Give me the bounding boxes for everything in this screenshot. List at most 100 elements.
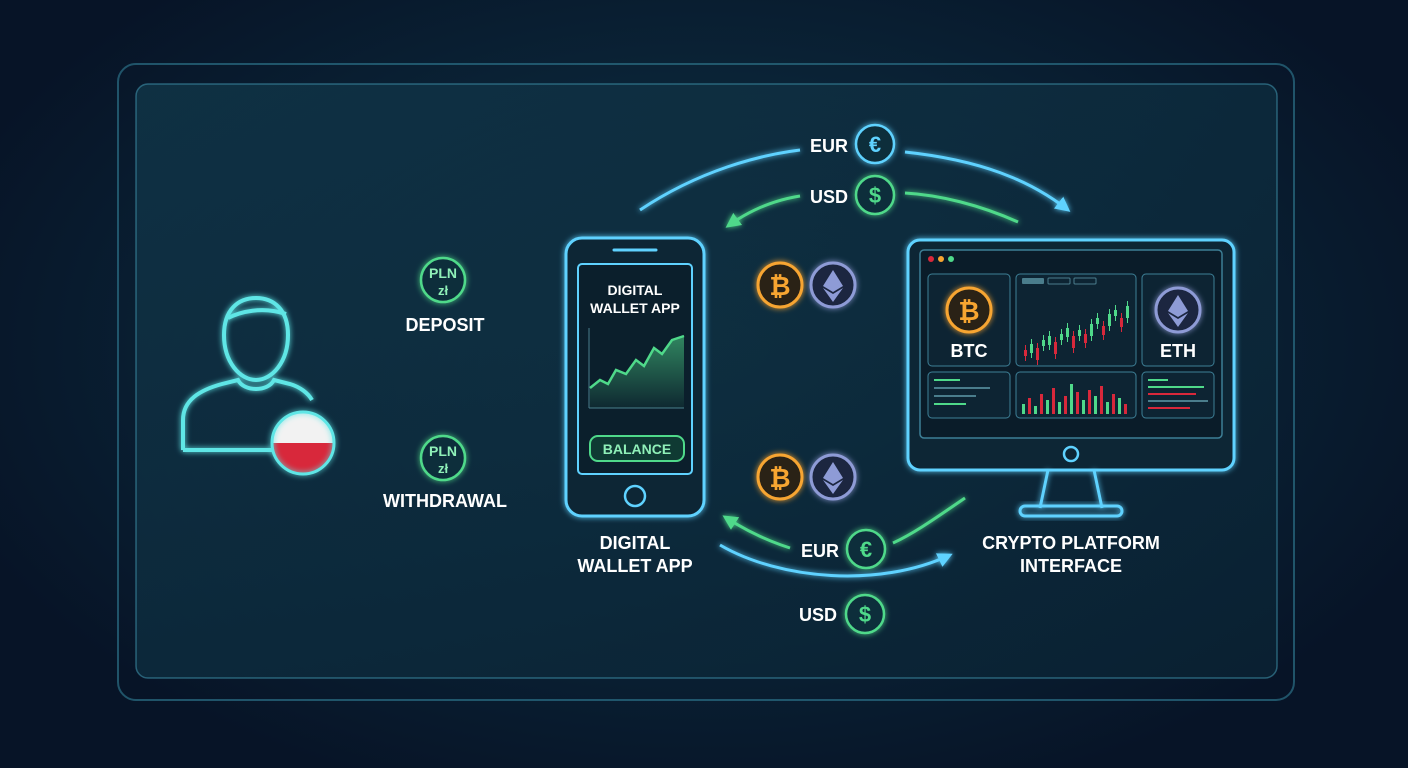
platform-caption-1: CRYPTO PLATFORM <box>982 533 1160 553</box>
candle-body <box>1126 306 1129 318</box>
monitor-stand <box>1038 469 1104 509</box>
candle-body <box>1060 334 1063 340</box>
svg-text:₿: ₿ <box>958 296 979 326</box>
bottom-eur-label: EUR <box>801 541 839 561</box>
withdrawal-currency-badge: PLN zł <box>419 434 467 482</box>
svg-text:$: $ <box>859 602 871 627</box>
volume-bar <box>1082 400 1085 414</box>
svg-text:₿: ₿ <box>769 271 790 301</box>
phone-device: DIGITAL WALLET APP BALANCE <box>564 236 706 518</box>
top-euro-icon: € <box>854 123 896 165</box>
platform-caption-2: INTERFACE <box>1020 556 1122 576</box>
inner-panel <box>135 83 1278 679</box>
balance-button[interactable] <box>589 435 685 462</box>
chart-tabs <box>1022 277 1097 285</box>
bitcoin-icon-lower: ₿ <box>756 453 804 501</box>
phone-screen-title-2: WALLET APP <box>590 300 680 316</box>
withdrawal-currency-symbol: zł <box>438 461 449 476</box>
volume-bar <box>1052 388 1055 414</box>
monitor-power-button[interactable] <box>1062 445 1080 463</box>
volume-bar <box>1124 404 1127 414</box>
bottom-loop-eur-arrow-right <box>892 496 966 545</box>
candle-body <box>1030 344 1033 353</box>
volume-bar <box>1100 386 1103 414</box>
orders-list-lines <box>934 379 990 405</box>
ethereum-icon-upper <box>809 261 857 309</box>
volume-bar <box>1076 392 1079 414</box>
window-maximize-dot <box>948 256 954 262</box>
candle-body <box>1042 340 1045 346</box>
volume-bar <box>1070 384 1073 414</box>
withdrawal-currency-label: PLN <box>429 443 457 459</box>
top-loop-eur-arrow-right <box>904 150 1071 212</box>
poland-flag-icon <box>270 410 336 476</box>
deposit-currency-symbol: zł <box>438 283 449 298</box>
volume-bar <box>1088 390 1091 414</box>
candle-body <box>1054 342 1057 354</box>
order-book-lines <box>1148 379 1208 409</box>
svg-text:€: € <box>869 132 881 157</box>
btc-card-bitcoin-icon: ₿ <box>945 286 993 334</box>
deposit-currency-badge: PLN zł <box>419 256 467 304</box>
user-hair-icon <box>227 308 287 320</box>
bottom-loop-eur-arrow-left <box>722 515 791 550</box>
top-eur-label: EUR <box>810 136 848 156</box>
phone-caption-2: WALLET APP <box>577 556 692 576</box>
volume-bar <box>1112 394 1115 414</box>
svg-text:€: € <box>860 537 872 562</box>
candle-body <box>1048 336 1051 345</box>
ethereum-icon-lower <box>809 453 857 501</box>
candle-body <box>1036 348 1039 360</box>
candle-body <box>1066 328 1069 337</box>
price-chart-card <box>1015 273 1137 367</box>
volume-bar <box>1034 406 1037 414</box>
candle-body <box>1102 326 1105 335</box>
volume-bar <box>1106 402 1109 414</box>
deposit-label: DEPOSIT <box>405 315 484 335</box>
user-head-icon <box>221 295 291 383</box>
user-body-icon <box>181 377 314 450</box>
candle-body <box>1108 314 1111 326</box>
volume-bar <box>1118 398 1121 414</box>
volume-bar <box>1028 398 1031 414</box>
withdrawal-label: WITHDRAWAL <box>383 491 507 511</box>
bottom-dollar-icon: $ <box>844 593 886 635</box>
bottom-usd-label: USD <box>799 605 837 625</box>
candle-body <box>1072 336 1075 348</box>
candle-body <box>1096 318 1099 324</box>
volume-bar <box>1064 396 1067 414</box>
volume-bar <box>1094 396 1097 414</box>
crypto-platform-monitor: ₿ BTC ETH <box>906 238 1236 518</box>
eth-card-ethereum-icon <box>1154 286 1202 334</box>
top-loop-usd-arrow-right <box>904 191 1019 224</box>
top-loop-eur-arrow-left <box>639 148 801 212</box>
candle-body <box>1090 324 1093 336</box>
window-minimize-dot <box>938 256 944 262</box>
svg-text:$: $ <box>869 183 881 208</box>
svg-text:₿: ₿ <box>769 463 790 493</box>
phone-home-button[interactable] <box>623 484 647 508</box>
user-avatar <box>181 295 314 452</box>
top-usd-label: USD <box>810 187 848 207</box>
volume-bar <box>1022 404 1025 414</box>
eth-label: ETH <box>1160 341 1196 361</box>
volume-bar <box>1046 400 1049 414</box>
candle-body <box>1084 334 1087 343</box>
deposit-currency-label: PLN <box>429 265 457 281</box>
bottom-loop-usd-arrow <box>719 543 953 578</box>
bitcoin-icon-upper: ₿ <box>756 261 804 309</box>
candle-body <box>1114 310 1117 316</box>
window-close-dot <box>928 256 934 262</box>
phone-caption-1: DIGITAL <box>600 533 671 553</box>
candle-body <box>1120 318 1123 327</box>
btc-label: BTC <box>951 341 988 361</box>
top-dollar-icon: $ <box>854 174 896 216</box>
candlestick-chart <box>1024 301 1129 365</box>
phone-screen-title-1: DIGITAL <box>608 282 663 298</box>
top-loop-usd-arrow-left <box>725 194 801 228</box>
volume-bar <box>1058 402 1061 414</box>
phone-chart-line <box>589 334 685 389</box>
bottom-euro-icon: € <box>845 528 887 570</box>
